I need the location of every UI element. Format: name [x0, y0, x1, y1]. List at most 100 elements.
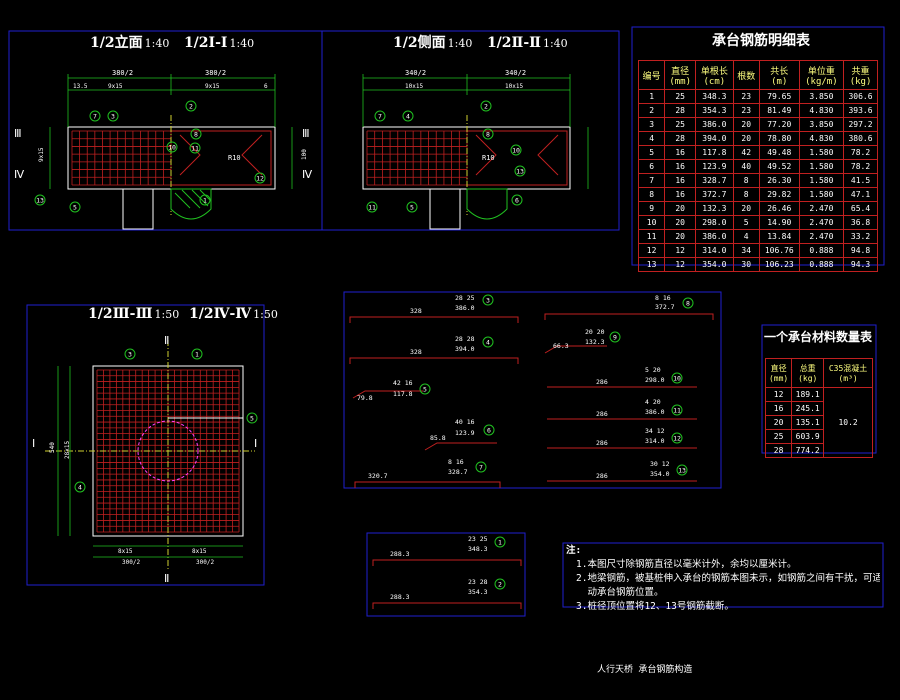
bar-id-bubble: [482, 128, 494, 140]
rebar-cell: 8: [732, 173, 760, 188]
bar-id-bubble: [254, 172, 266, 184]
rebar-cell: 26.46: [758, 201, 800, 216]
bar-shape-6: [424, 442, 497, 451]
rebar-cell: 2.470: [798, 229, 845, 244]
rebar-cell: 16: [664, 145, 697, 160]
notes-head: 注:: [566, 545, 582, 556]
material-cell: 603.9: [791, 429, 825, 444]
elev-right-dim: 100: [301, 149, 308, 160]
rebar-cell: 6: [637, 159, 666, 174]
rebar-cell: 20: [732, 201, 760, 216]
bar-id-bubble: [185, 100, 197, 112]
rebar-cell: 23: [732, 103, 760, 118]
material-col-header: 直径 (mm): [764, 358, 793, 388]
rebar-cell: 298.0: [695, 215, 734, 230]
rebar-cell: 11: [637, 229, 666, 244]
bar-m-anno: 23 28: [468, 578, 488, 586]
side-r10-label: R10: [482, 154, 495, 162]
rebar-cell: 4.830: [798, 131, 845, 146]
elevation-stirrup: [171, 130, 272, 186]
bar-id-bubble-label: 5: [423, 386, 427, 394]
rebar-cell: 49.48: [758, 145, 800, 160]
bar-k-total: 354.0: [650, 470, 670, 478]
elev-scale-b: 1:40: [229, 37, 255, 50]
plan-bottom-total-1: 300/2: [122, 559, 140, 566]
bar-b-anno: 28 28: [455, 335, 475, 343]
bar-id-bubble-label: 11: [191, 145, 199, 153]
plan-left-dim-total: 540: [49, 442, 56, 453]
side-pile-right-hatch: [466, 188, 508, 220]
bar-h-total: 298.0: [645, 376, 665, 384]
bar-id-bubble: [402, 110, 414, 122]
side-title-a: 1/2侧面: [393, 35, 446, 51]
rebar-cell: 25: [664, 117, 697, 132]
bar-shape-labels: 328 28 25 386.0 328 28 28 394.0 79.8 42 …: [357, 294, 675, 601]
rebar-cell: 5: [637, 145, 666, 160]
rebar-col-header: 共长 (m): [758, 60, 800, 90]
rebar-cell: 132.3: [695, 201, 734, 216]
bar-e-anno: 8 16: [448, 458, 464, 466]
rebar-cell: 4.830: [798, 103, 845, 118]
bar-id-bubble: [166, 141, 178, 153]
bar-k-anno: 30 12: [650, 460, 670, 468]
bar-i-len: 286: [596, 410, 608, 418]
rebar-cell: 2.470: [798, 201, 845, 216]
rebar-cell: 28: [664, 131, 697, 146]
bar-id-bubble-label: 11: [368, 204, 376, 212]
bar-id-bubble-label: 5: [410, 204, 414, 212]
side-title-b: 1/2Ⅱ-Ⅱ: [486, 35, 541, 51]
elev-title-b: 1/2Ⅰ-Ⅰ: [183, 35, 228, 51]
rebar-cell: 65.4: [843, 201, 878, 216]
bar-shape-1: [372, 559, 522, 566]
bar-id-bubble: [124, 348, 136, 360]
bar-f-anno: 8 16: [655, 294, 671, 302]
elev-section-mark-1: Ⅲ: [14, 127, 22, 140]
plan-left-dim-sub: 28x15: [64, 441, 71, 459]
bar-d-total: 123.9: [455, 429, 475, 437]
bar-shape-8: [544, 313, 714, 320]
rebar-cell: 1.580: [798, 145, 845, 160]
rebar-cell: 394.0: [695, 131, 734, 146]
bar-id-bubble: [74, 481, 86, 493]
bar-id-bubble: [191, 348, 203, 360]
elev-scale-a: 1:40: [144, 37, 170, 50]
rebar-cell: 79.65: [758, 89, 800, 104]
elev-title-a: 1/2立面: [90, 35, 143, 51]
side-dim-sub-2: 10x15: [505, 83, 523, 90]
rebar-cell: 0.888: [798, 257, 845, 272]
material-cell: 12: [764, 387, 793, 402]
rebar-cell: 9: [637, 201, 666, 216]
rebar-cell: 20: [732, 117, 760, 132]
side-view: 340/2 340/2 10x15 10x15 Ⅲ Ⅳ R10: [302, 69, 589, 230]
rebar-cell: 16: [664, 159, 697, 174]
bar-id-bubble: [682, 297, 694, 309]
rebar-cell: 106.76: [758, 243, 800, 258]
bar-id-bubble: [494, 536, 506, 548]
plan-bottom-sub-2: 8x15: [192, 548, 207, 555]
rebar-cell: 20: [664, 229, 697, 244]
bar-a-total: 386.0: [455, 304, 475, 312]
rebar-cell: 20: [664, 215, 697, 230]
rebar-cell: 372.7: [695, 187, 734, 202]
rebar-cell: 78.2: [843, 145, 878, 160]
rebar-cell: 1: [637, 89, 666, 104]
bar-id-bubble-label: 2: [189, 103, 193, 111]
bar-id-bubble: [483, 424, 495, 436]
rebar-cell: 3: [637, 117, 666, 132]
bar-id-bubble: [609, 331, 621, 343]
bar-id-bubble: [511, 194, 523, 206]
elevation-pile-left: [122, 188, 154, 230]
bar-id-bubble-label: 3: [111, 113, 115, 121]
rebar-cell: 348.3: [695, 89, 734, 104]
bar-id-bubble: [190, 128, 202, 140]
rebar-cell: 354.0: [695, 257, 734, 272]
bar-c-total: 117.8: [393, 390, 413, 398]
bar-shape-4: [349, 357, 519, 364]
bar-id-bubble: [480, 100, 492, 112]
elev-dim-sub-1: 9x15: [108, 83, 123, 90]
side-pile-left: [429, 188, 461, 230]
